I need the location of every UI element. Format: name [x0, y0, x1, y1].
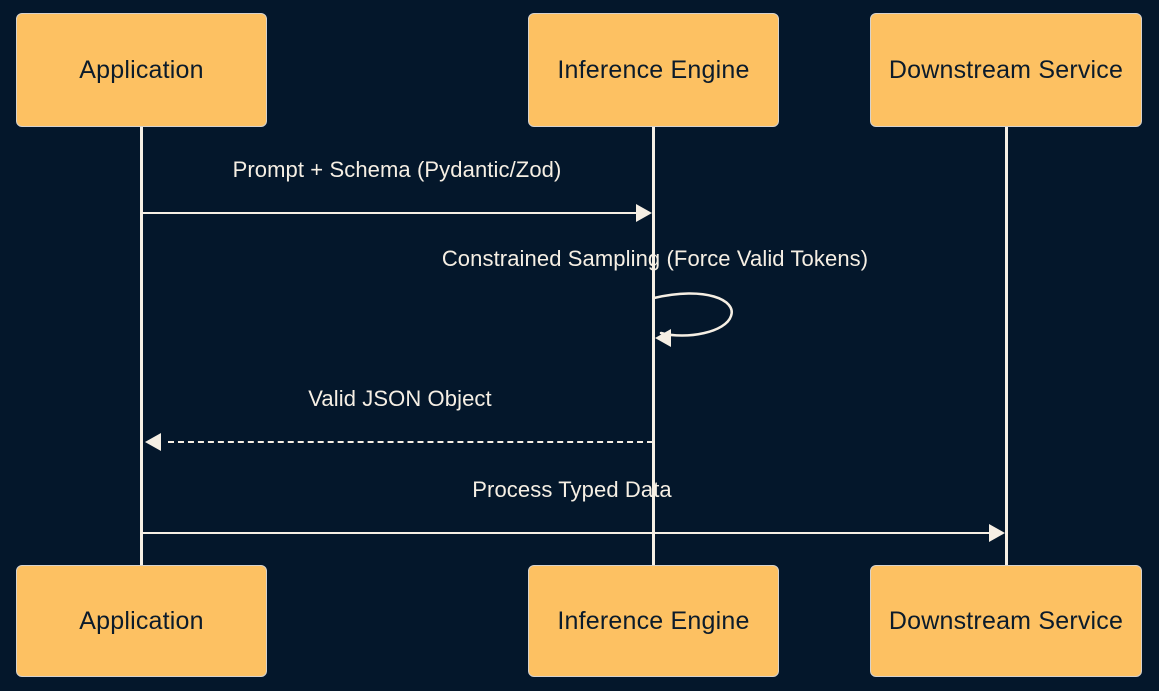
actor-box-inference-engine-bottom[interactable]: Inference Engine: [528, 565, 779, 677]
message-arrowhead-process-typed-data: [989, 524, 1005, 542]
actor-label-application-bottom: Application: [79, 606, 204, 635]
message-label-valid-json: Valid JSON Object: [308, 386, 492, 411]
message-line-process-typed-data: [141, 532, 990, 534]
actor-label-downstream-service-top: Downstream Service: [888, 55, 1124, 84]
message-selfloop-constrained-sampling: [652, 292, 733, 337]
message-arrowhead-constrained-sampling: [655, 329, 671, 347]
message-line-prompt-schema: [141, 212, 637, 214]
actor-label-inference-engine-top: Inference Engine: [557, 55, 750, 84]
actor-box-downstream-service-top[interactable]: Downstream Service: [870, 13, 1142, 127]
message-label-prompt-schema: Prompt + Schema (Pydantic/Zod): [232, 157, 562, 182]
message-arrowhead-prompt-schema: [636, 204, 652, 222]
actor-box-application-bottom[interactable]: Application: [16, 565, 267, 677]
actor-box-inference-engine-top[interactable]: Inference Engine: [528, 13, 779, 127]
message-label-process-typed-data: Process Typed Data: [472, 477, 672, 502]
message-arrowhead-valid-json: [145, 433, 161, 451]
message-label-constrained-sampling: Constrained Sampling (Force Valid Tokens…: [441, 246, 869, 271]
actor-box-application-top[interactable]: Application: [16, 13, 267, 127]
actor-label-downstream-service-bottom: Downstream Service: [888, 606, 1124, 635]
lifeline-inference-engine: [652, 127, 655, 565]
actor-label-application-top: Application: [79, 55, 204, 84]
actor-box-downstream-service-bottom[interactable]: Downstream Service: [870, 565, 1142, 677]
lifeline-application: [140, 127, 143, 565]
actor-label-inference-engine-bottom: Inference Engine: [557, 606, 750, 635]
message-line-valid-json: [168, 441, 653, 443]
lifeline-downstream-service: [1005, 127, 1008, 565]
